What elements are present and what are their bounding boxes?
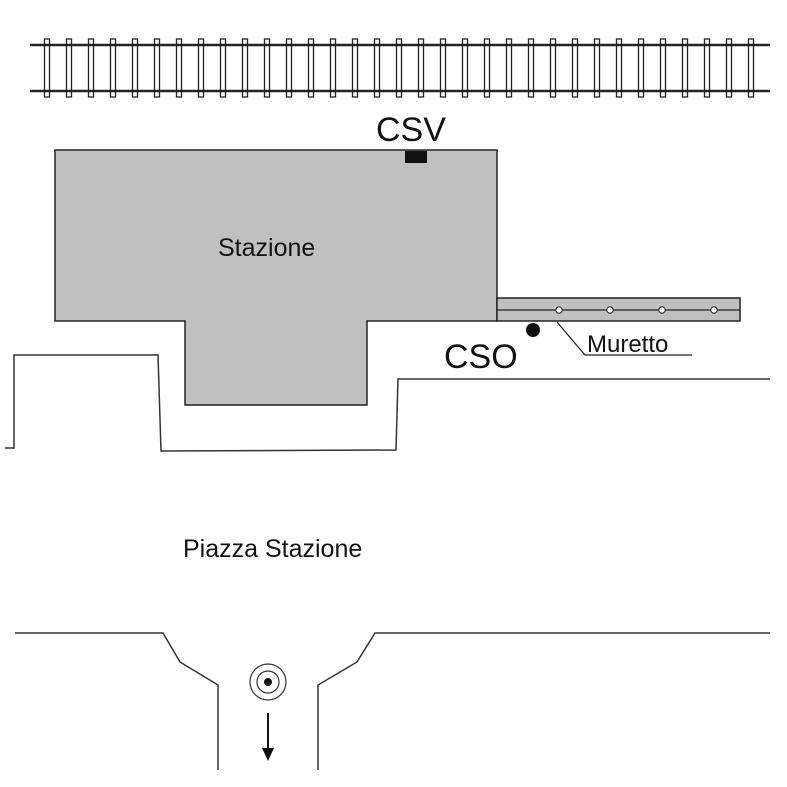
sleeper xyxy=(461,38,469,98)
sleeper xyxy=(263,38,271,98)
sleeper xyxy=(395,38,403,98)
sleeper xyxy=(285,38,293,98)
arrow-down-icon xyxy=(262,713,274,761)
wall-leader-line xyxy=(556,321,692,356)
sleeper xyxy=(417,38,425,98)
csv-marker xyxy=(405,151,427,163)
sleeper xyxy=(571,38,579,98)
sleeper xyxy=(527,38,535,98)
street-edge-south-right xyxy=(317,632,770,770)
sleeper xyxy=(87,38,95,98)
sleeper xyxy=(483,38,491,98)
sleeper xyxy=(703,38,711,98)
street-edge-south-left xyxy=(15,632,219,770)
cso-marker xyxy=(526,323,540,337)
sleeper xyxy=(505,38,513,98)
sleeper xyxy=(637,38,645,98)
target-icon xyxy=(249,663,287,701)
csv-label: CSV xyxy=(376,111,446,149)
sleeper xyxy=(329,38,337,98)
square-label: Piazza Stazione xyxy=(183,535,362,563)
sleeper xyxy=(307,38,315,98)
sleeper xyxy=(109,38,117,98)
sleeper xyxy=(747,38,755,98)
sleeper xyxy=(241,38,249,98)
sleeper xyxy=(43,38,51,98)
sleeper xyxy=(197,38,205,98)
street-edge-north xyxy=(5,354,770,452)
sleeper xyxy=(153,38,161,98)
sleeper xyxy=(615,38,623,98)
wall-post xyxy=(606,306,614,314)
sleeper xyxy=(681,38,689,98)
railway-track xyxy=(30,38,770,98)
station-label: Stazione xyxy=(218,234,315,262)
sleeper xyxy=(351,38,359,98)
sleeper xyxy=(593,38,601,98)
railway-sleepers xyxy=(43,38,755,98)
wall-post xyxy=(658,306,666,314)
sleeper xyxy=(131,38,139,98)
sleeper xyxy=(549,38,557,98)
wall-post xyxy=(710,306,718,314)
sleeper xyxy=(659,38,667,98)
sleeper xyxy=(725,38,733,98)
wall-post xyxy=(555,306,563,314)
sleeper xyxy=(219,38,227,98)
sleeper xyxy=(373,38,381,98)
wall xyxy=(496,297,741,322)
wall-label: Muretto xyxy=(587,331,668,358)
station-building xyxy=(54,149,498,406)
sleeper xyxy=(175,38,183,98)
sleeper xyxy=(65,38,73,98)
sleeper xyxy=(439,38,447,98)
cso-label: CSO xyxy=(444,338,518,376)
